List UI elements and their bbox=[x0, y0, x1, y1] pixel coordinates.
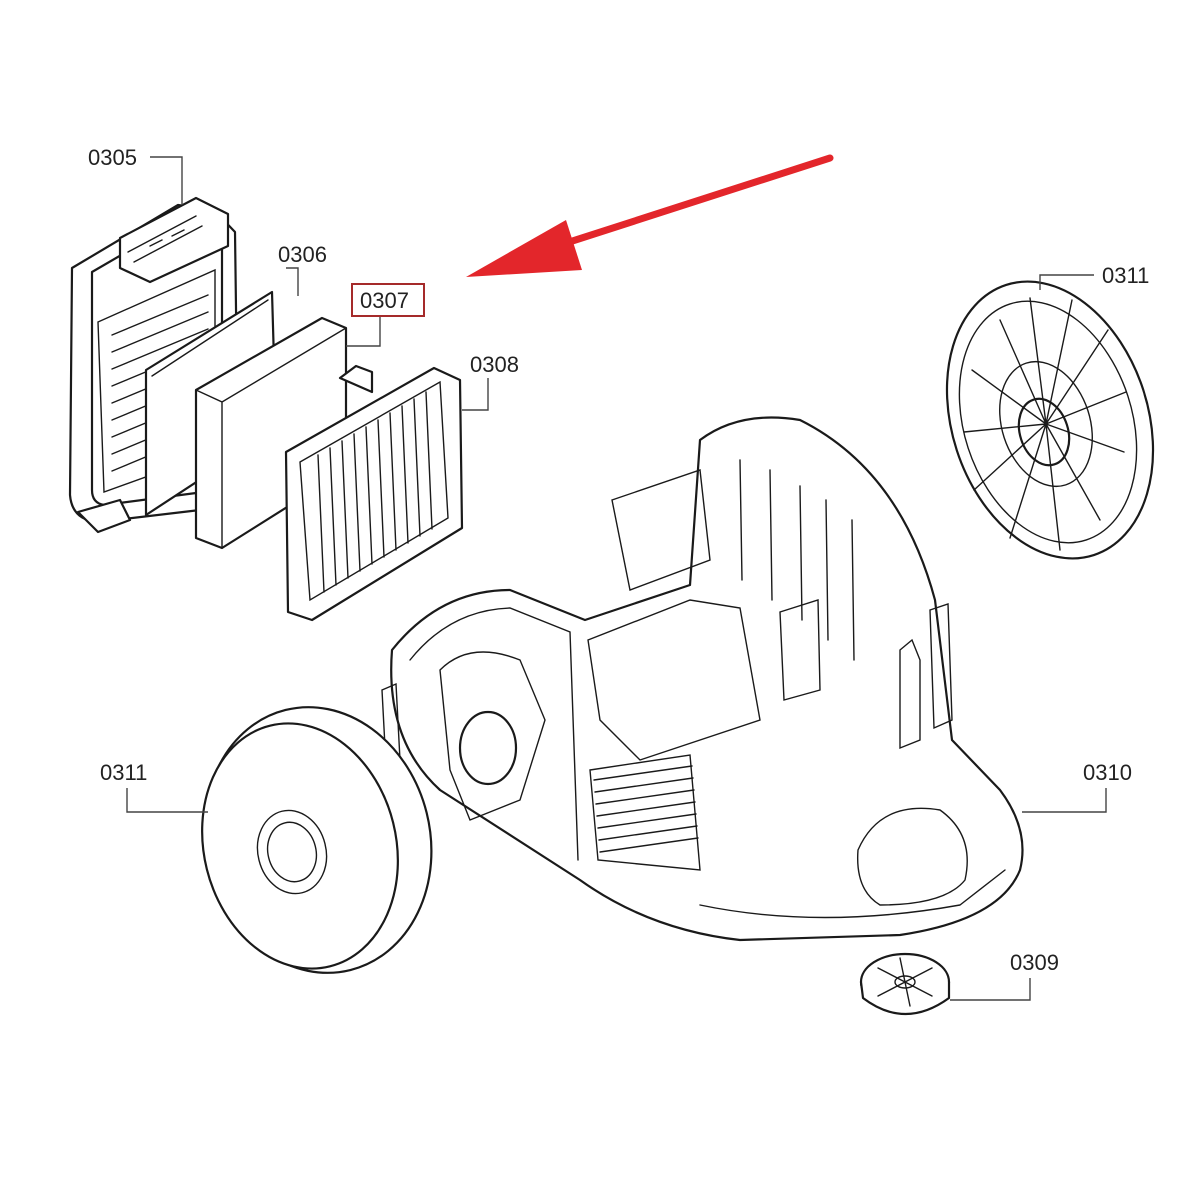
part-0311-wheel-front[interactable] bbox=[177, 683, 459, 997]
label-0308[interactable]: 0308 bbox=[470, 352, 519, 377]
red-arrow-pointer bbox=[466, 154, 834, 277]
leader-0307 bbox=[346, 315, 387, 347]
leader-0306 bbox=[286, 267, 299, 296]
leader-0308 bbox=[462, 378, 489, 411]
part-labels: 0305 0306 0307 0308 0311 0311 0310 0309 bbox=[88, 145, 1149, 975]
part-0310-vacuum-housing[interactable] bbox=[381, 416, 1024, 942]
part-0309-caster[interactable] bbox=[859, 952, 951, 1015]
leader-lines bbox=[126, 156, 1107, 1001]
part-0308-hepa-filter[interactable] bbox=[284, 364, 464, 622]
label-0311-front[interactable]: 0311 bbox=[100, 760, 147, 785]
leader-0309 bbox=[950, 978, 1031, 1001]
leader-0305 bbox=[150, 156, 183, 205]
label-0311-rear[interactable]: 0311 bbox=[1102, 263, 1149, 288]
label-0307[interactable]: 0307 bbox=[360, 288, 409, 313]
label-0305[interactable]: 0305 bbox=[88, 145, 137, 170]
part-0311-wheel-rear[interactable] bbox=[913, 255, 1187, 586]
leader-0311-rear bbox=[1039, 274, 1094, 290]
leader-0310 bbox=[1022, 788, 1107, 813]
label-0306[interactable]: 0306 bbox=[278, 242, 327, 267]
label-0310[interactable]: 0310 bbox=[1083, 760, 1132, 785]
leader-0311-front bbox=[126, 788, 208, 813]
label-0309[interactable]: 0309 bbox=[1010, 950, 1059, 975]
highlight-box-0307 bbox=[351, 283, 425, 317]
